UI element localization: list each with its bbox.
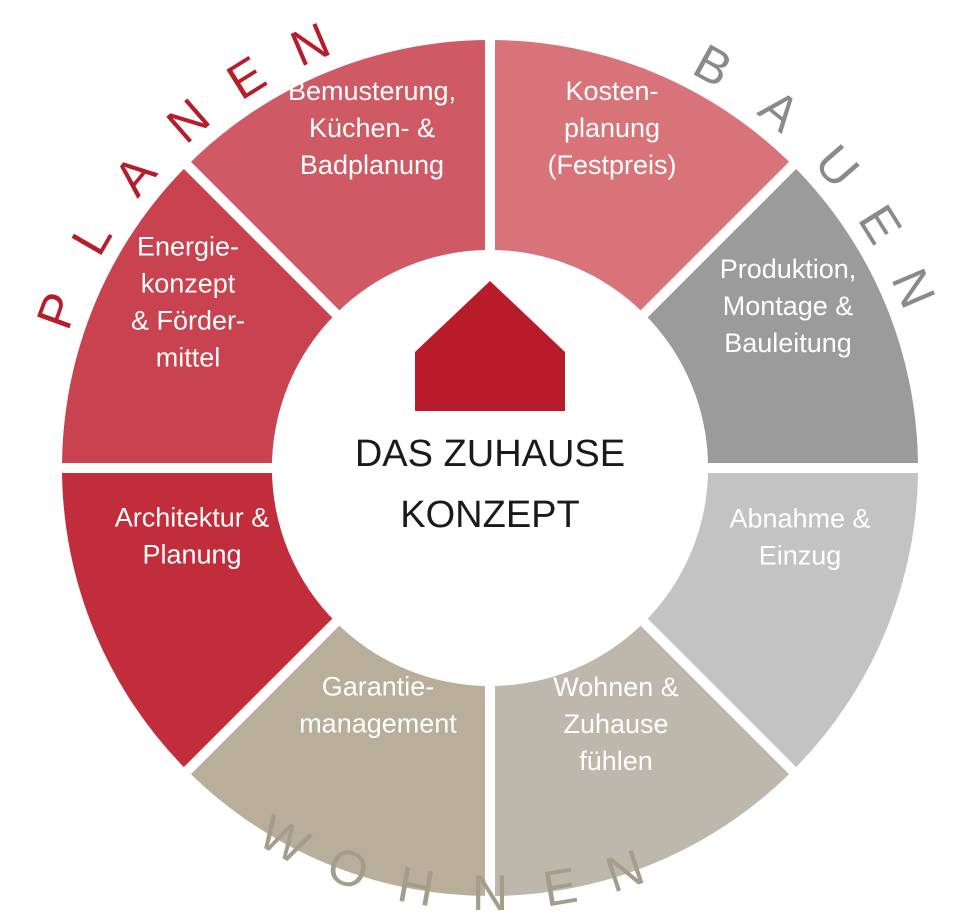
phase-planen-letter-5: E xyxy=(217,45,275,110)
segment-label-architektur-line-1: Architektur & xyxy=(115,503,270,533)
segment-abnahme xyxy=(644,468,918,771)
segment-label-kosten-line-2: planung xyxy=(564,113,660,143)
segment-label-wohnen-line-1: Wohnen & xyxy=(553,672,679,702)
phase-planen-letter-2: L xyxy=(60,212,122,264)
segment-label-wohnen-line-2: Zuhause xyxy=(563,709,668,739)
segment-label-architektur-line-2: Planung xyxy=(142,540,241,570)
segment-label-abnahme-line-1: Abnahme & xyxy=(729,504,870,534)
center-circle xyxy=(272,250,708,686)
segment-labels-layer: Kosten-planung (Festpreis) Produktion, Mont… xyxy=(115,76,871,776)
segment-wohnen xyxy=(490,622,793,896)
segment-energie xyxy=(62,165,336,469)
center-layer: DAS ZUHAUSE KONZEPT xyxy=(272,250,708,686)
segment-garantie xyxy=(187,622,491,896)
segment-label-abnahme-line-2: Einzug xyxy=(759,541,842,571)
phase-wohnen-letter-4: N xyxy=(472,865,508,919)
center-title-line-1: DAS ZUHAUSE xyxy=(355,433,625,475)
segment-divider xyxy=(637,615,800,778)
segment-label-kosten-line-3: (Festpreis) xyxy=(547,150,676,180)
segment-bemusterung xyxy=(187,40,491,314)
segment-label-bemusterung-line-1: Bemusterung, xyxy=(288,76,456,106)
phase-bauen-letter-1: B xyxy=(685,33,741,98)
segment-produktion xyxy=(644,165,918,469)
phase-bauen-letter-5: N xyxy=(881,261,947,316)
segment-label-bemusterung-line-3: Badplanung xyxy=(300,150,444,180)
segment-divider xyxy=(637,158,800,321)
segment-label-energie-line-3: & Förder- xyxy=(131,306,245,336)
segment-label-produktion-line-1: Produktion, xyxy=(720,254,857,284)
segment-label-energie-line-2: konzept xyxy=(141,269,236,299)
segment-kosten xyxy=(490,40,793,314)
segment-divider xyxy=(180,615,343,778)
phase-planen-letter-3: A xyxy=(103,144,168,206)
segment-label-bemusterung-line-2: Küchen- & xyxy=(309,113,435,143)
segment-label-energie-line-4: mittel xyxy=(156,343,221,373)
segment-label-garantie-line-1: Garantie- xyxy=(322,672,435,702)
phase-planen-letter-1: P xyxy=(26,285,90,336)
segment-label-energie-line-1: Energie- xyxy=(137,232,239,262)
segment-architektur xyxy=(61,468,336,771)
segment-label-produktion-line-3: Bauleitung xyxy=(724,328,852,358)
segments-layer xyxy=(57,35,923,901)
house-icon xyxy=(415,281,565,411)
phase-bauen-letter-2: A xyxy=(749,78,811,143)
phase-planen-letter-6: N xyxy=(283,12,338,78)
segment-label-produktion-line-2: Montage & xyxy=(723,291,854,321)
phase-bauen-letter-4: E xyxy=(848,195,913,253)
segment-label-garantie-line-2: management xyxy=(299,709,457,739)
center-title-line-2: KONZEPT xyxy=(400,494,579,536)
segment-divider xyxy=(180,158,343,321)
segment-label-wohnen-line-3: fühlen xyxy=(579,746,653,776)
segment-label-kosten-line-1: Kosten- xyxy=(565,76,658,106)
